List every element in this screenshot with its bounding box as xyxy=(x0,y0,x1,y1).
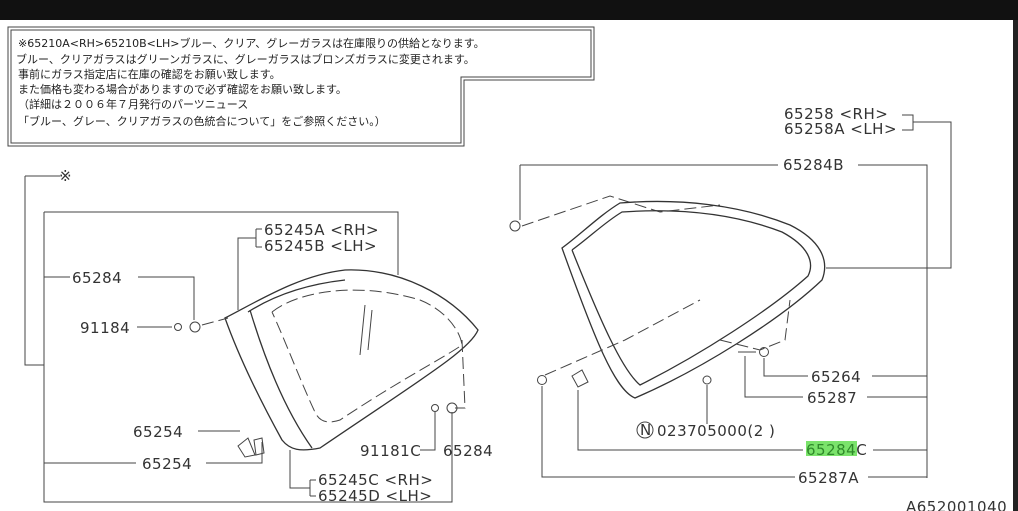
clip-icon xyxy=(537,375,547,385)
part-label-65254[interactable]: 65254 xyxy=(133,423,183,441)
part-label-65284C[interactable]: 65284C xyxy=(806,441,867,459)
part-label-023705000[interactable]: 023705000(2 ) xyxy=(657,422,775,440)
note-box: ※65210A<RH>65210B<LH>ブルー、クリア、グレーガラスは在庫限り… xyxy=(7,26,595,147)
note-line: ブルー、クリアガラスはグリーンガラスに、グレーガラスはブロンズガラスに変更されま… xyxy=(16,52,475,66)
clip-icon xyxy=(571,369,589,388)
note-line: 「ブルー、グレー、クリアガラスの色統合について」をご参照ください。） xyxy=(18,114,386,128)
left-quarter-glass-assembly: ※ 65284 91184 65245A <RH> 65245B <LH> 65… xyxy=(24,167,493,505)
grommet-icon xyxy=(189,321,201,333)
part-label-91181C[interactable]: 91181C xyxy=(360,442,421,460)
part-label-65245D[interactable]: 65245D <LH> xyxy=(318,487,432,505)
nut-icon xyxy=(702,375,712,385)
part-label-65258[interactable]: 65258 <RH> xyxy=(784,105,888,123)
part-label-65254[interactable]: 65254 xyxy=(142,455,192,473)
part-label-65287[interactable]: 65287 xyxy=(807,389,857,407)
part-label-65287A[interactable]: 65287A xyxy=(798,469,859,487)
grommet-icon xyxy=(446,402,458,414)
star-mark: ※ xyxy=(59,167,72,185)
clip-icon xyxy=(174,323,182,331)
right-border xyxy=(1013,20,1018,511)
clip-icon xyxy=(509,220,521,232)
n-mark: N xyxy=(640,421,652,439)
search-highlight xyxy=(806,441,857,456)
part-label-65245C[interactable]: 65245C <RH> xyxy=(318,471,433,489)
part-label-65245B[interactable]: 65245B <LH> xyxy=(264,237,377,255)
note-line: 事前にガラス指定店に在庫の確認をお願い致します。 xyxy=(18,67,281,81)
n-mark-icon xyxy=(636,421,654,439)
note-line: ※65210A<RH>65210B<LH>ブルー、クリア、グレーガラスは在庫限り… xyxy=(18,36,485,50)
grommet-icon xyxy=(759,347,769,357)
part-label-65284[interactable]: 65284 xyxy=(72,269,122,287)
diagram-id: A652001040 xyxy=(906,498,1007,511)
clip-pair-icon xyxy=(237,437,265,458)
part-label-65264[interactable]: 65264 xyxy=(811,368,861,386)
part-label-65284[interactable]: 65284 xyxy=(443,442,493,460)
note-line: （詳細は２００６年７月発行のパーツニュース xyxy=(18,97,248,111)
top-bar xyxy=(0,0,1018,20)
part-label-65258A[interactable]: 65258A <LH> xyxy=(784,120,897,138)
part-label-65284B[interactable]: 65284B xyxy=(783,156,844,174)
clip-icon xyxy=(431,404,439,412)
part-label-65245A[interactable]: 65245A <RH> xyxy=(264,221,379,239)
right-quarter-glass-assembly: 65258 <RH> 65258A <LH> 65284B 65264 6528… xyxy=(509,105,1007,511)
note-line: また価格も変わる場合がありますので必ず確認をお願い致します。 xyxy=(18,82,347,96)
part-label-91184[interactable]: 91184 xyxy=(80,319,130,337)
